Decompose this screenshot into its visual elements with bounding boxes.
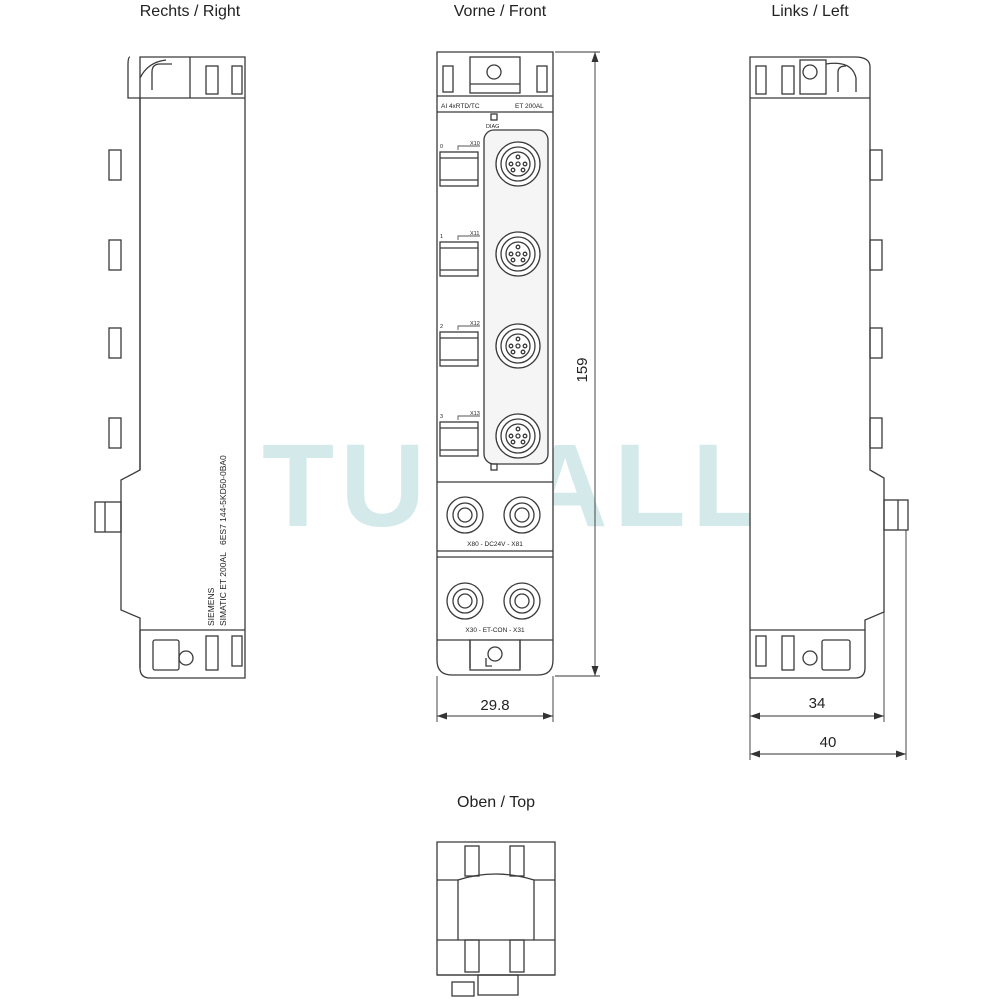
- channel-0-number: 0: [440, 144, 443, 150]
- dimension-front-width-label: 29.8: [480, 697, 509, 714]
- family-label: ET 200AL: [515, 103, 544, 110]
- dimension-depth-total-label: 40: [820, 734, 837, 751]
- top-view: [436, 841, 556, 997]
- channel-2-port: X12: [470, 321, 480, 327]
- right-side-view: SIEMENS SIMATIC ET 200AL 6ES7 144-5KD50-…: [94, 56, 246, 679]
- channel-1-port: X11: [470, 231, 479, 237]
- bus-ports-label: X30 - ET-CON - X31: [465, 627, 525, 634]
- side-order-number: 6ES7 144-5KD50-0BA0: [218, 455, 228, 545]
- channel-2-number: 2: [440, 324, 443, 330]
- channel-3-number: 3: [440, 414, 443, 420]
- dimension-height-label: 159: [574, 357, 591, 382]
- dimension-depth-total: 40: [750, 530, 907, 760]
- diag-label: DIAG: [486, 124, 499, 130]
- dimension-depth-label: 34: [809, 695, 826, 712]
- dimension-depth: 34: [749, 610, 885, 760]
- side-product-label: SIMATIC ET 200AL: [218, 552, 228, 626]
- channel-1-number: 1: [440, 234, 443, 240]
- side-brand-label: SIEMENS: [206, 587, 216, 626]
- view-title-front: Vorne / Front: [454, 3, 547, 20]
- front-view: AI 4xRTD/TC ET 200AL DIAG 0 X10 1 X11: [436, 51, 554, 676]
- dimension-height: 159: [555, 51, 600, 677]
- view-title-top: Oben / Top: [457, 794, 535, 811]
- channel-3-port: X13: [470, 411, 480, 417]
- power-ports-label: X80 - DC24V - X81: [467, 541, 523, 548]
- view-title-left: Links / Left: [771, 3, 849, 20]
- dimension-front-width: 29.8: [436, 676, 554, 722]
- view-title-right: Rechts / Right: [140, 3, 241, 20]
- module-type-label: AI 4xRTD/TC: [441, 103, 480, 110]
- left-side-view: [749, 56, 909, 679]
- channel-0-port: X10: [470, 141, 480, 147]
